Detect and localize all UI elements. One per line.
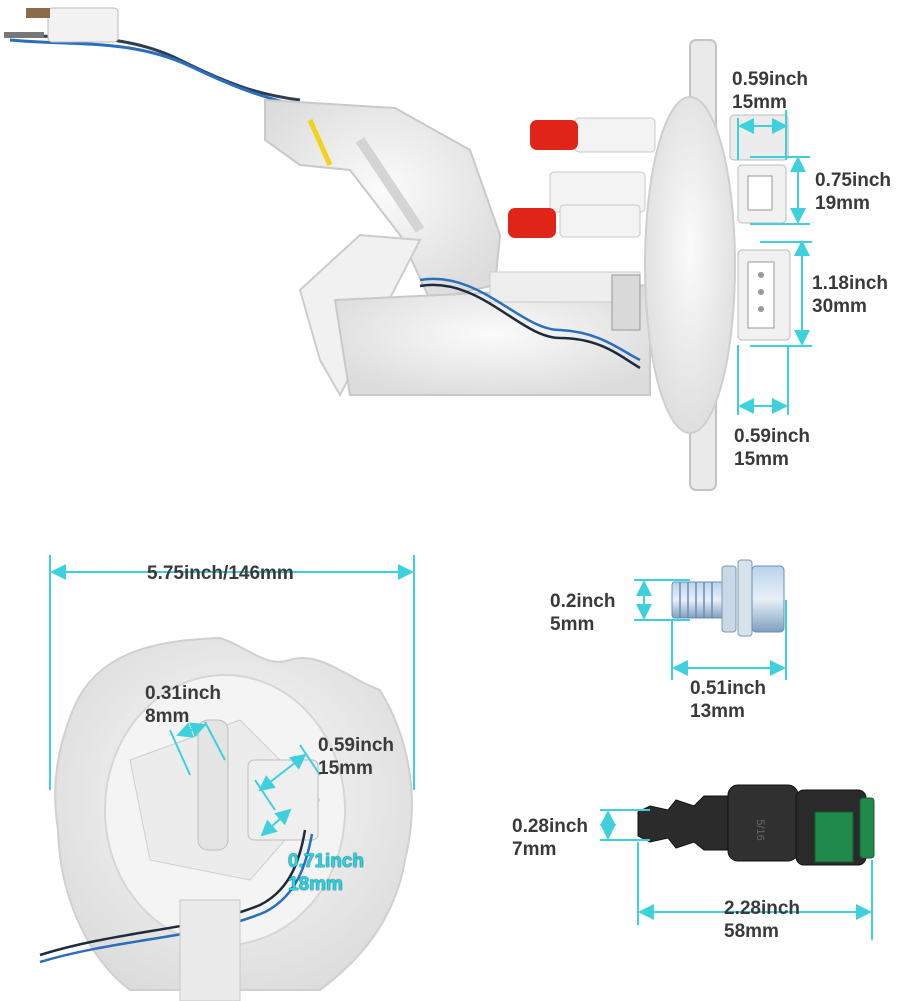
fitting-marking: 5/16 [754,819,766,840]
fuel-pump-assembly [4,7,791,491]
bolt-dimension-lines [634,579,787,680]
flange-diameter-label: 5.75inch/146mm [147,563,294,584]
top-dimension-lines [737,110,812,415]
fitting-dimension-lines [600,809,873,940]
flange-top-view [39,636,413,1001]
quick-connect-fitting: 5/16 [637,784,875,866]
flange-dimension-lines [49,555,415,837]
mounting-bolt [671,559,785,637]
